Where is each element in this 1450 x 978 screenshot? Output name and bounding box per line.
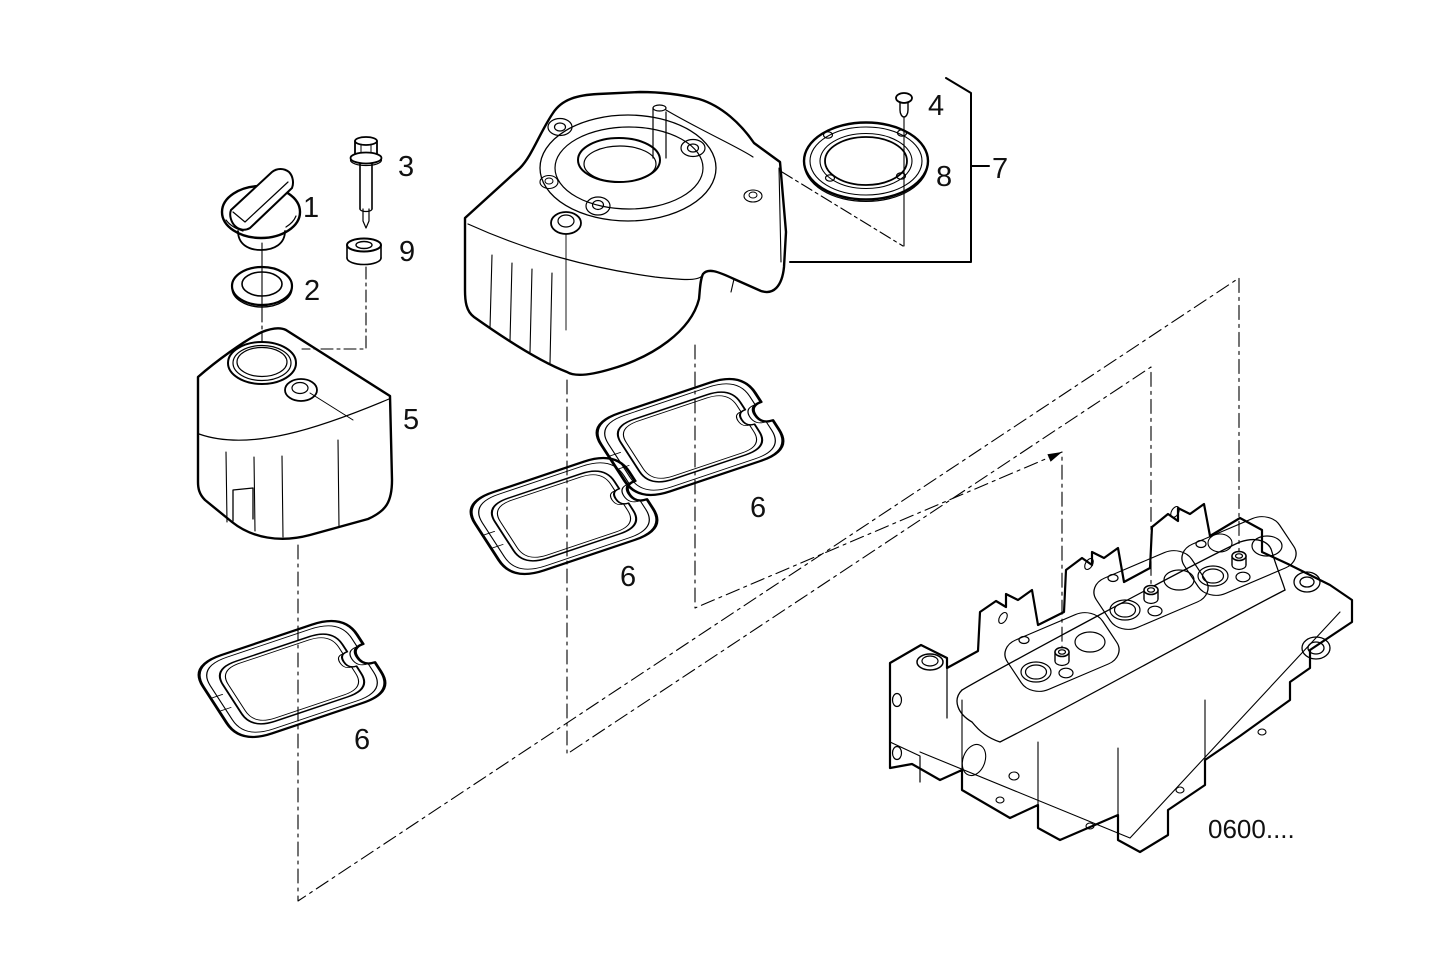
callout-6b: 6 [620,561,636,593]
construction-lines [261,117,1240,902]
callout-4: 4 [928,90,944,122]
ring-gasket [802,121,930,203]
left-valve-cover [196,327,394,540]
head-front-face [919,611,1341,839]
callout-6c: 6 [750,492,766,524]
projection-arrowhead [1047,452,1062,462]
gasket-right [586,370,794,504]
detail-frame [789,77,990,263]
cover-bolt-hole [284,378,354,421]
head-left-block [889,653,948,783]
callout-7: 7 [992,153,1008,185]
front-bolt-boss [550,211,582,331]
center-valve-cover [463,90,788,377]
callout-5: 5 [403,404,419,436]
callout-8: 8 [936,161,952,193]
callout-6a: 6 [354,724,370,756]
oil-filler-cap [220,168,302,251]
callout-head-code: 0600.... [1208,814,1295,844]
callout-2: 2 [304,275,320,307]
callout-1: 1 [303,192,319,224]
head-right-bosses [1293,571,1331,660]
ring-gasket-holes [822,129,908,182]
cylinder-head [888,502,1354,854]
callout-3: 3 [398,151,414,183]
flange-bolt-holes [547,117,706,216]
callout-9: 9 [399,236,415,268]
callout-labels: 1 2 3 4 5 6 6 6 7 8 9 0600.... [303,90,1295,844]
spacer-bushing [346,237,382,266]
bolt [349,136,383,229]
screw [895,92,913,118]
